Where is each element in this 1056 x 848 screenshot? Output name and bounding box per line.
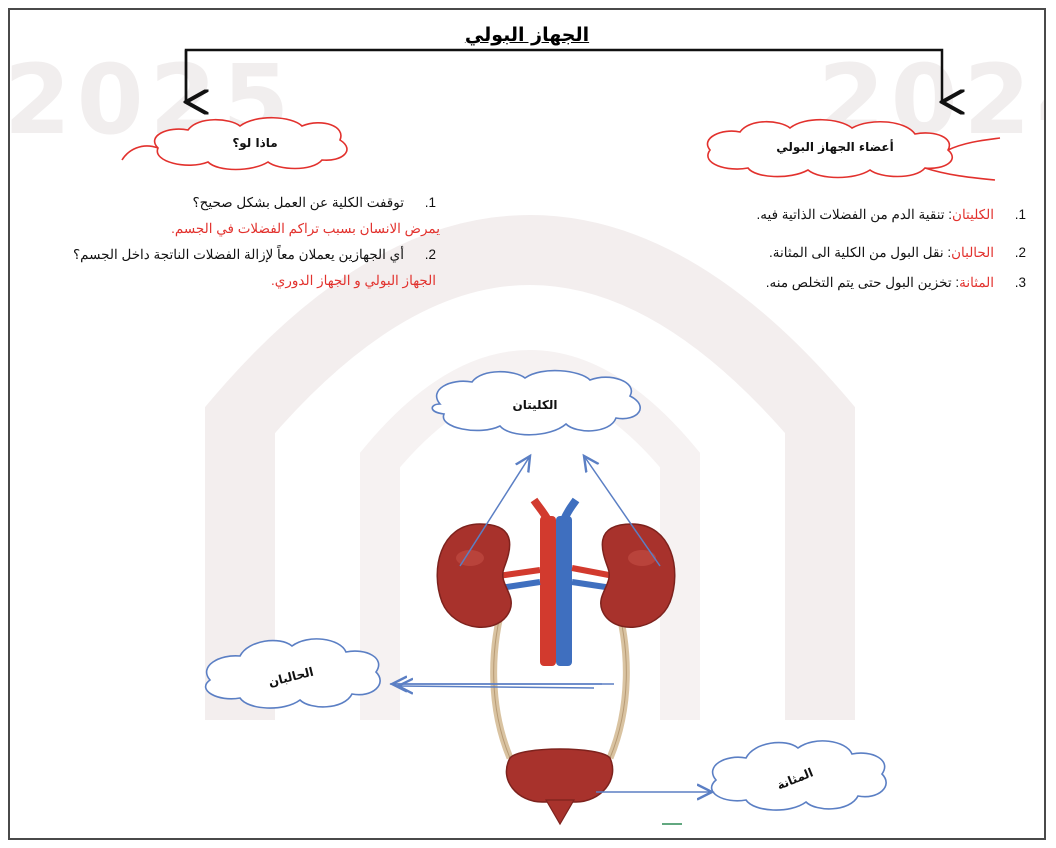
organ-description: : تنقية الدم من الفضلات الذاتية فيه. (756, 207, 953, 222)
cloud-organs-heading (706, 118, 1001, 181)
item-body: الحالبان: نقل البول من الكلية الى المثان… (769, 240, 994, 266)
pointer-arrows (390, 456, 712, 792)
organs-heading-label: أعضاء الجهاز البولي (776, 140, 894, 154)
answer-text: الجهاز البولي و الجهاز الدوري. (271, 273, 436, 288)
item-number: 1. (424, 195, 436, 210)
organs-list: 1. الكليتان: تنقية الدم من الفضلات الذات… (632, 202, 1026, 296)
item-body: الكليتان: تنقية الدم من الفضلات الذاتية … (757, 202, 994, 228)
cloud-whatif-heading (121, 116, 348, 171)
question-text: أي الجهازين يعملان معاً لإزالة الفضلات ا… (72, 247, 404, 262)
whatif-item-2: 2. أي الجهازين يعملان معاً لإزالة الفضلا… (28, 242, 436, 268)
item-number: 2. (1014, 245, 1026, 260)
item-body: المثانة: تخزين البول حتى يتم التخلص منه. (766, 270, 994, 296)
item-body: أي الجهازين يعملان معاً لإزالة الفضلات ا… (73, 242, 404, 268)
item-number: 3. (1014, 275, 1026, 290)
organs-list-item-1: 1. الكليتان: تنقية الدم من الفضلات الذات… (632, 202, 1026, 228)
cloud-bladder (710, 740, 887, 811)
watermark-arch (205, 215, 855, 720)
answer-text: يمرض الانسان بسبب تراكم الفضلات في الجسم… (171, 221, 440, 236)
organ-term: الكليتان (952, 207, 994, 222)
kidneys-label: الكليتان (512, 398, 558, 412)
blood-vessels-illustration (497, 497, 615, 666)
item-number: 2. (424, 247, 436, 262)
organ-description: : تخزين البول حتى يتم التخلص منه. (765, 275, 960, 290)
cloud-ureters (204, 638, 381, 709)
organ-term: المثانة (959, 275, 994, 290)
kidneys-illustration (436, 523, 676, 628)
diagram-canvas (121, 48, 1001, 826)
organs-list-item-3: 3. المثانة: تخزين البول حتى يتم التخلص م… (632, 270, 1026, 296)
page-title: الجهاز البولي (464, 24, 590, 46)
organs-list-item-2: 2. الحالبان: نقل البول من الكلية الى الم… (632, 240, 1026, 266)
bladder-illustration (505, 748, 614, 826)
title-connector (186, 48, 942, 102)
diagram-frame: 2025 2024 الجهاز البولي (8, 8, 1046, 840)
whatif-heading-label: ماذا لو؟ (232, 136, 278, 150)
whatif-item-1: 1. توقفت الكلية عن العمل بشكل صحيح؟ (28, 190, 436, 216)
item-number: 1. (1014, 207, 1026, 222)
whatif-list: 1. توقفت الكلية عن العمل بشكل صحيح؟ يمرض… (28, 190, 440, 294)
item-body: توقفت الكلية عن العمل بشكل صحيح؟ (193, 190, 404, 216)
organ-description: : نقل البول من الكلية الى المثانة. (768, 245, 952, 260)
question-text: توقفت الكلية عن العمل بشكل صحيح؟ (192, 195, 404, 210)
cloud-kidneys (431, 369, 641, 436)
organ-term: الحالبان (951, 245, 994, 260)
